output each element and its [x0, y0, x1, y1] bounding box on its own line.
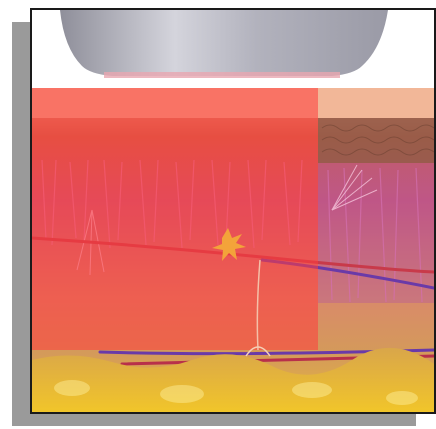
illustration-frame [30, 8, 436, 414]
heated-zone [32, 88, 318, 350]
dermis-tint [318, 163, 434, 303]
skin-cross-section-illustration [32, 10, 434, 412]
probe-tip-band [104, 72, 340, 78]
fat-layer [32, 348, 434, 412]
probe [60, 10, 388, 76]
